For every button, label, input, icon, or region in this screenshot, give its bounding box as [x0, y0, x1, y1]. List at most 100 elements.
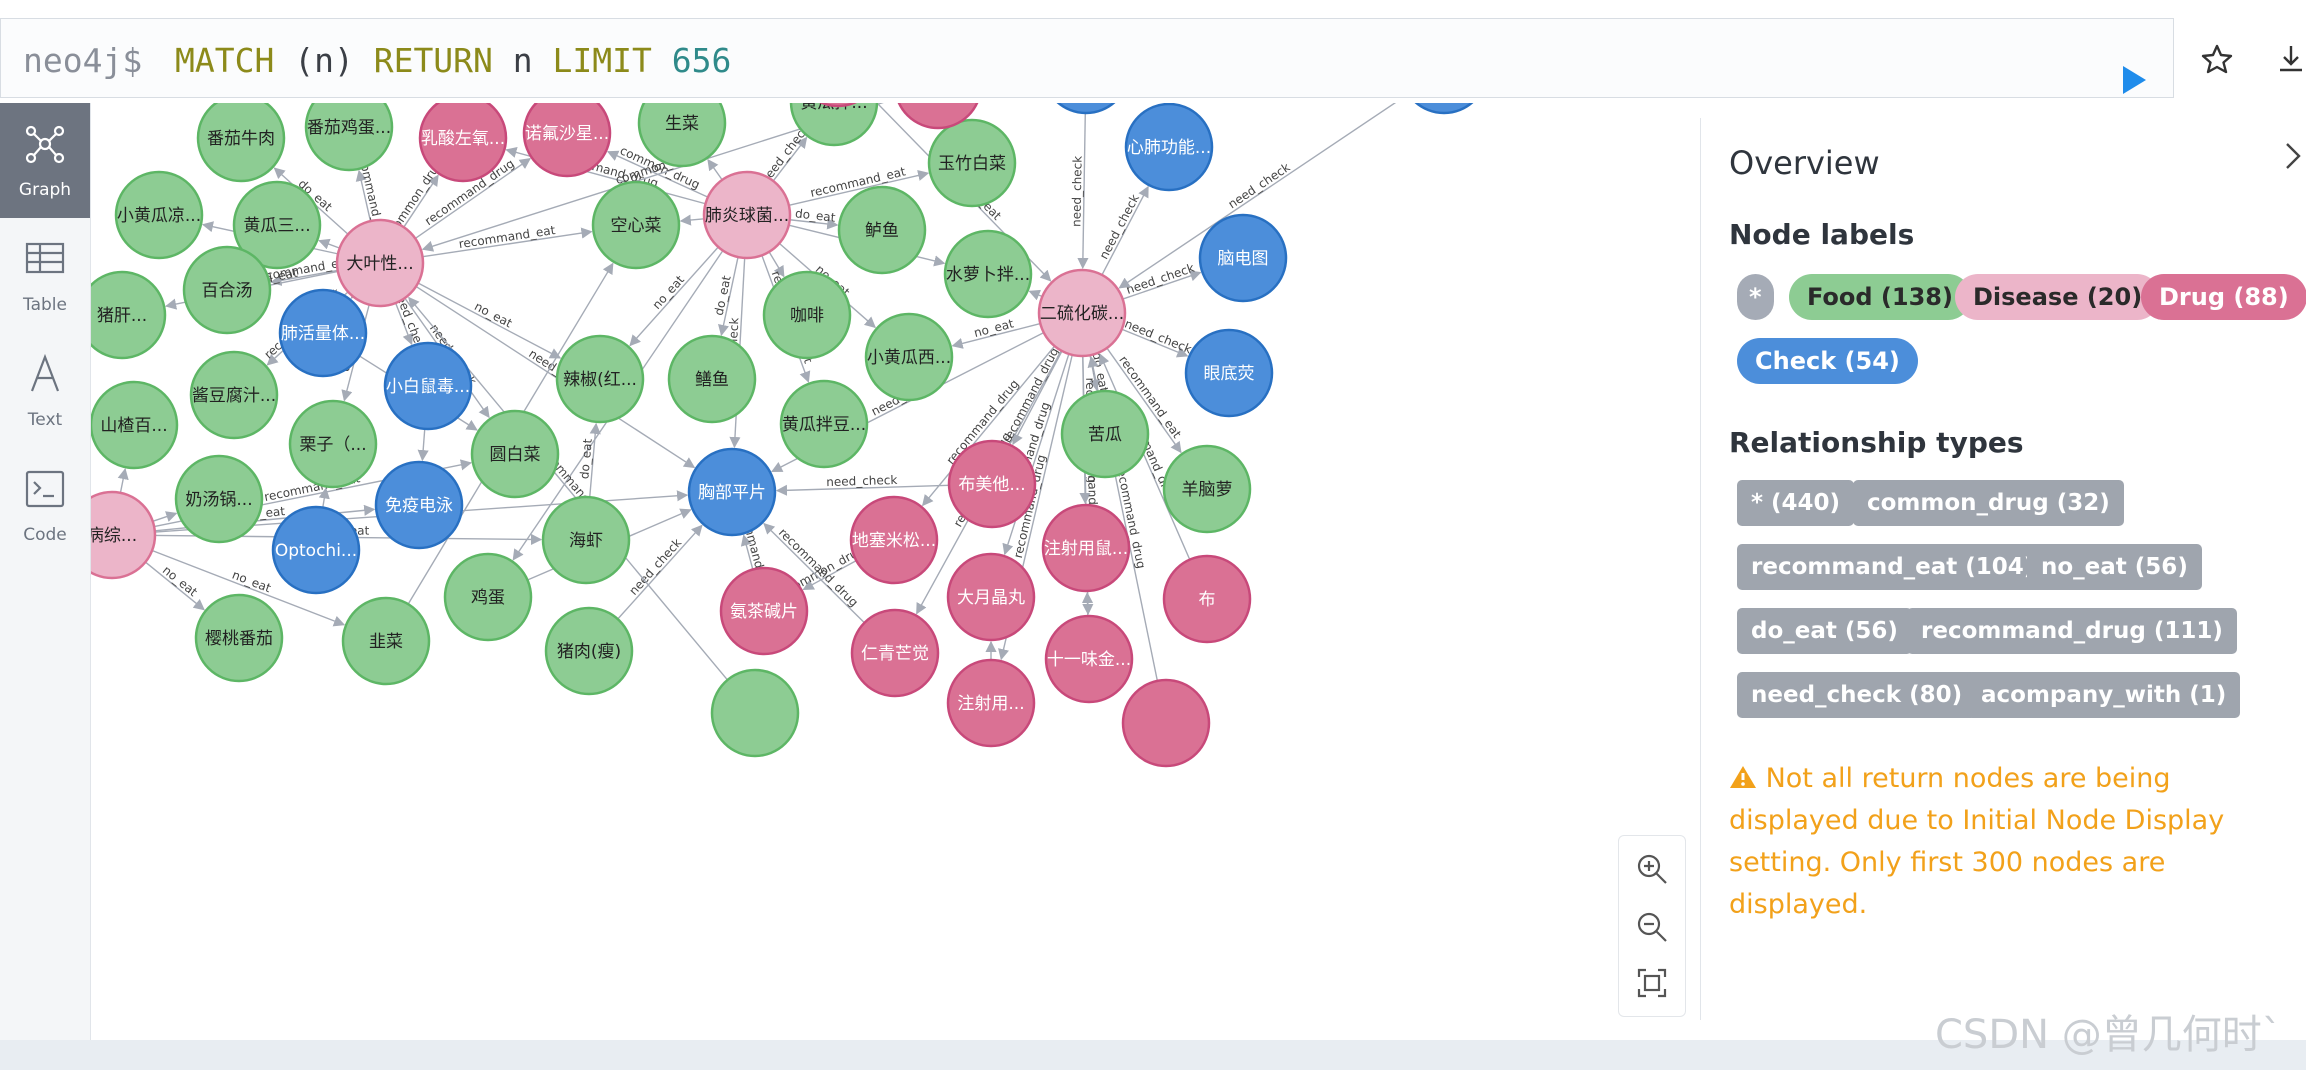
- node-circle[interactable]: [544, 606, 634, 696]
- graph-node-drug[interactable]: [895, 103, 981, 130]
- node-circle[interactable]: [522, 103, 612, 178]
- play-icon[interactable]: [2119, 63, 2149, 97]
- rel-type-recommand-eat[interactable]: recommand_eat (104): [1737, 544, 2049, 590]
- rel-type-acompany-with[interactable]: acompany_with (1): [1967, 672, 2241, 718]
- graph-node-food[interactable]: 羊脑萝: [1162, 444, 1252, 534]
- graph-node-food[interactable]: 黄瓜三...: [232, 180, 322, 270]
- node-circle[interactable]: [1184, 328, 1274, 418]
- graph-edge[interactable]: [772, 136, 808, 182]
- node-circle[interactable]: [383, 341, 473, 431]
- node-circle[interactable]: [335, 218, 425, 308]
- graph-edge[interactable]: [1101, 185, 1149, 276]
- rel-type-recommand-drug[interactable]: recommand_drug (111): [1907, 608, 2237, 654]
- graph-edge[interactable]: [414, 158, 531, 240]
- node-circle[interactable]: [470, 409, 560, 499]
- graph-node-check[interactable]: 脑电图: [1198, 213, 1288, 303]
- node-circle[interactable]: [895, 103, 981, 130]
- cypher-editor[interactable]: neo4j$ MATCH (n) RETURN n LIMIT 656: [0, 18, 2174, 98]
- graph-node-food[interactable]: 奶汤锅...: [174, 454, 264, 544]
- graph-node-food[interactable]: 韭菜: [341, 596, 431, 686]
- node-circle[interactable]: [182, 245, 272, 335]
- graph-edge[interactable]: [589, 422, 601, 498]
- node-circle[interactable]: [795, 103, 881, 108]
- node-circle[interactable]: [719, 566, 809, 656]
- sidebar-item-graph[interactable]: Graph: [0, 103, 90, 218]
- node-circle[interactable]: [1041, 503, 1131, 593]
- graph-node-check[interactable]: 胸部平片: [687, 447, 777, 537]
- graph-node-food[interactable]: 鲈鱼: [837, 185, 927, 275]
- node-circle[interactable]: [91, 490, 157, 580]
- graph-node-food[interactable]: 番茄牛肉: [196, 103, 286, 183]
- graph-node-food[interactable]: 番茄鸡蛋...: [304, 103, 394, 172]
- node-circle[interactable]: [341, 596, 431, 686]
- download-icon[interactable]: [2276, 42, 2306, 76]
- graph-edge[interactable]: [951, 322, 1041, 349]
- node-circle[interactable]: [443, 552, 533, 642]
- graph-edge[interactable]: [318, 487, 330, 508]
- graph-edge[interactable]: [117, 468, 129, 493]
- graph-edge[interactable]: [415, 285, 696, 469]
- node-circle[interactable]: [943, 229, 1033, 319]
- graph-edge[interactable]: [270, 269, 338, 286]
- node-circle[interactable]: [1037, 268, 1127, 358]
- node-circle[interactable]: [1162, 554, 1252, 644]
- node-circle[interactable]: [1162, 444, 1252, 534]
- graph-node-drug[interactable]: 仁青芒觉: [850, 608, 940, 698]
- graph-edge[interactable]: [151, 549, 346, 627]
- graph-edge[interactable]: [789, 218, 839, 230]
- graph-edge[interactable]: [403, 174, 439, 228]
- graph-edge[interactable]: [355, 169, 372, 222]
- rel-type-all[interactable]: * (440): [1737, 480, 1855, 526]
- graph-node-food[interactable]: 海虾: [541, 495, 631, 585]
- graph-node-disease[interactable]: 肺炎球菌...: [702, 170, 792, 260]
- graph-node-food[interactable]: 玉竹白菜: [927, 118, 1017, 208]
- rel-type-common-drug[interactable]: common_drug (32): [1853, 480, 2124, 526]
- node-circle[interactable]: [189, 350, 279, 440]
- node-circle[interactable]: [114, 170, 204, 260]
- node-circle[interactable]: [849, 495, 939, 585]
- graph-edge[interactable]: [1028, 289, 1043, 301]
- star-icon[interactable]: [2200, 42, 2234, 76]
- graph-node-drug[interactable]: 注射用...: [946, 658, 1036, 748]
- graph-edge[interactable]: [802, 559, 857, 591]
- graph-node-food[interactable]: 黄瓜拌...: [789, 103, 879, 147]
- node-circle[interactable]: [232, 180, 322, 270]
- node-circle[interactable]: [1060, 389, 1150, 479]
- node-circle[interactable]: [418, 103, 508, 183]
- graph-node-food[interactable]: 栗子（...: [288, 399, 378, 489]
- graph-node-check[interactable]: 心肺功能...: [1124, 103, 1214, 192]
- graph-node-food[interactable]: 鳝鱼: [667, 334, 757, 424]
- graph-edge[interactable]: [1106, 347, 1182, 454]
- node-circle[interactable]: [196, 103, 286, 183]
- graph-node-check[interactable]: 小白鼠毒...: [383, 341, 473, 431]
- node-circle[interactable]: [304, 103, 394, 172]
- graph-edge[interactable]: [1098, 353, 1191, 560]
- graph-edge[interactable]: [1077, 112, 1089, 270]
- node-circle[interactable]: [374, 460, 464, 550]
- graph-node-food[interactable]: 辣椒(红...: [555, 334, 645, 424]
- node-label-food[interactable]: Food (138): [1789, 274, 1971, 320]
- graph-node-food[interactable]: 水萝卜拌...: [943, 229, 1033, 319]
- node-circle[interactable]: [779, 379, 869, 469]
- graph-node-drug[interactable]: 地塞米松...: [849, 495, 939, 585]
- graph-node-drug[interactable]: 布美他...: [947, 439, 1037, 529]
- graph-edge[interactable]: [768, 251, 785, 278]
- graph-node-drug[interactable]: 如意定...: [795, 103, 881, 108]
- graph-node-disease[interactable]: 病综...: [91, 490, 157, 580]
- graph-node-food[interactable]: 苦瓜: [1060, 389, 1150, 479]
- node-circle[interactable]: [174, 454, 264, 544]
- graph-edge[interactable]: [921, 345, 1056, 507]
- graph-node-drug[interactable]: 大月晶丸: [946, 552, 1036, 642]
- graph-edge[interactable]: [763, 522, 865, 624]
- node-label-drug[interactable]: Drug (88): [2141, 274, 2306, 320]
- node-circle[interactable]: [946, 552, 1036, 642]
- sidebar-item-table[interactable]: Table: [0, 218, 90, 333]
- graph-node-disease[interactable]: 大叶性...: [335, 218, 425, 308]
- graph-edge[interactable]: [718, 256, 739, 337]
- graph-edge[interactable]: [1012, 350, 1063, 446]
- graph-edge[interactable]: [422, 227, 593, 258]
- node-circle[interactable]: [271, 505, 361, 595]
- graph-edge[interactable]: [617, 524, 703, 620]
